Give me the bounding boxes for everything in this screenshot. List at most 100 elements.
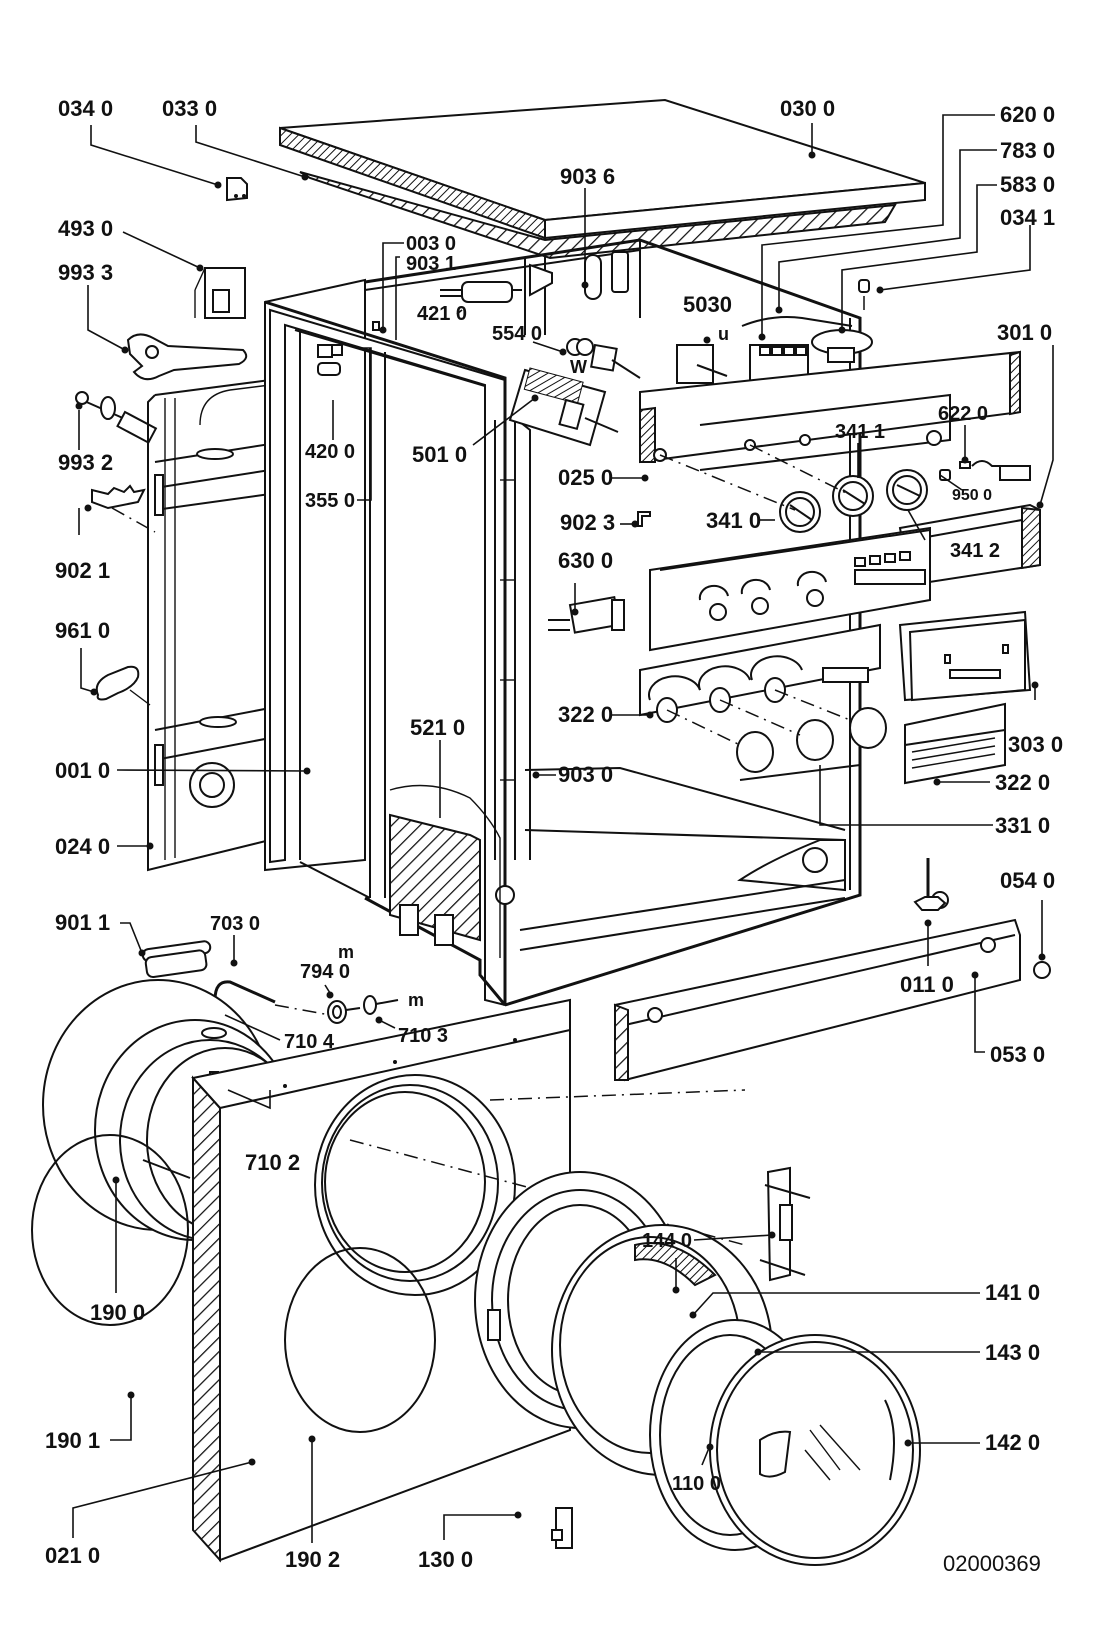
- label-331-0[interactable]: 331 0: [995, 813, 1050, 838]
- ring-part: [95, 665, 151, 706]
- label-901-1[interactable]: 901 1: [55, 910, 110, 935]
- capacitor-switch-parts: [317, 344, 343, 376]
- label-144-0[interactable]: 144 0: [642, 1230, 692, 1252]
- label-583-0[interactable]: 583 0: [1000, 172, 1055, 197]
- label-021-0[interactable]: 021 0: [45, 1543, 100, 1568]
- label-710-4[interactable]: 710 4: [284, 1031, 335, 1053]
- letter-w: W: [570, 357, 587, 377]
- label-903-0[interactable]: 903 0: [558, 762, 613, 787]
- door-hinge-part: [759, 1166, 811, 1282]
- label-110-0[interactable]: 110 0: [672, 1473, 721, 1495]
- label-322-0-fascia[interactable]: 322 0: [558, 702, 613, 727]
- label-521-0[interactable]: 521 0: [410, 715, 465, 740]
- label-421-0[interactable]: 421 0: [417, 303, 467, 325]
- label-630-0[interactable]: 630 0: [558, 548, 613, 573]
- label-033-0[interactable]: 033 0: [162, 96, 217, 121]
- label-950-0[interactable]: 950 0: [952, 487, 992, 504]
- module-part: [194, 267, 246, 319]
- label-053-0[interactable]: 053 0: [990, 1042, 1045, 1067]
- label-710-3[interactable]: 710 3: [398, 1025, 448, 1047]
- timer-part: [811, 329, 873, 363]
- label-341-0[interactable]: 341 0: [706, 508, 761, 533]
- label-003-0[interactable]: 003 0: [406, 233, 456, 255]
- label-130-0[interactable]: 130 0: [418, 1547, 473, 1572]
- clip-903-1-part: [372, 321, 380, 331]
- label-054-0[interactable]: 054 0: [1000, 868, 1055, 893]
- label-961-0[interactable]: 961 0: [55, 618, 110, 643]
- leader-lines: [72, 114, 1054, 1543]
- label-622-0[interactable]: 622 0: [938, 403, 988, 425]
- label-190-0[interactable]: 190 0: [90, 1300, 145, 1325]
- adjustable-foot-part: [913, 858, 947, 911]
- label-143-0[interactable]: 143 0: [985, 1340, 1040, 1365]
- switch-block-part: [741, 316, 853, 382]
- nut-screw-parts: [327, 995, 399, 1024]
- document-number: 02000369: [943, 1551, 1041, 1576]
- label-554-0[interactable]: 554 0: [492, 323, 542, 345]
- label-011-0[interactable]: 011 0: [900, 972, 954, 997]
- label-710-2[interactable]: 710 2: [245, 1150, 300, 1175]
- bracket-part: [226, 177, 248, 202]
- spanner-part: [126, 333, 248, 381]
- label-902-3[interactable]: 902 3: [560, 510, 615, 535]
- label-355-0[interactable]: 355 0: [305, 490, 355, 512]
- rear-panel: [147, 378, 271, 872]
- label-034-1[interactable]: 034 1: [1000, 205, 1055, 230]
- front-panel-part: [191, 998, 746, 1563]
- label-903-1[interactable]: 903 1: [406, 253, 456, 275]
- label-794-0[interactable]: 794 0: [300, 961, 350, 983]
- fascia-part: [639, 623, 887, 835]
- label-030-0[interactable]: 030 0: [780, 96, 835, 121]
- label-141-0[interactable]: 141 0: [985, 1280, 1040, 1305]
- knob-dials: [659, 444, 928, 533]
- label-501-0[interactable]: 501 0: [412, 442, 467, 467]
- kick-plate-part: [613, 918, 1051, 1082]
- label-190-2[interactable]: 190 2: [285, 1547, 340, 1572]
- door-lock-part: [548, 596, 625, 634]
- spring-ring-190-2: [284, 1247, 436, 1433]
- label-024-0[interactable]: 024 0: [55, 834, 110, 859]
- cabinet: [264, 238, 949, 1007]
- label-001-0[interactable]: 001 0: [55, 758, 110, 783]
- label-420-0[interactable]: 420 0: [305, 441, 355, 463]
- label-703-0[interactable]: 703 0: [210, 913, 260, 935]
- label-341-1[interactable]: 341 1: [835, 421, 885, 443]
- label-993-2[interactable]: 993 2: [58, 450, 113, 475]
- label-034-0[interactable]: 034 0: [58, 96, 113, 121]
- label-142-0[interactable]: 142 0: [985, 1430, 1040, 1455]
- detergent-drawer-part: [898, 610, 1032, 702]
- label-493-0[interactable]: 493 0: [58, 216, 113, 241]
- letter-m-upper: m: [338, 942, 354, 962]
- label-620-0[interactable]: 620 0: [1000, 102, 1055, 127]
- transit-bolt-part: [75, 391, 158, 444]
- indicator-lamp-part: [959, 460, 1031, 481]
- screw-034-1-part: [858, 279, 870, 314]
- label-903-6[interactable]: 903 6: [560, 164, 615, 189]
- motor-control-part: [389, 784, 501, 958]
- letter-m-right: m: [408, 990, 424, 1010]
- bracket-903-6-part: [529, 263, 553, 297]
- program-chart-part: [904, 702, 1006, 785]
- label-993-3[interactable]: 993 3: [58, 260, 113, 285]
- label-783-0[interactable]: 783 0: [1000, 138, 1055, 163]
- label-341-2[interactable]: 341 2: [950, 540, 1000, 562]
- capacitor-421-part: [440, 281, 522, 303]
- door-catch-part: [551, 1507, 573, 1549]
- label-5030[interactable]: 5030: [683, 292, 732, 317]
- worktop: [279, 98, 926, 240]
- label-303-0[interactable]: 303 0: [1008, 732, 1063, 757]
- insulation-mat: [299, 171, 897, 260]
- fascia-upper: [649, 526, 931, 652]
- seal-spring-ring: [31, 1134, 189, 1326]
- label-190-1[interactable]: 190 1: [45, 1428, 100, 1453]
- electronic-board-part: [508, 367, 619, 447]
- hinge-clip-part: [91, 484, 156, 533]
- label-025-0[interactable]: 025 0: [558, 465, 613, 490]
- clip-902-3-part: [637, 511, 651, 527]
- label-902-1[interactable]: 902 1: [55, 558, 110, 583]
- relay-part: [676, 344, 728, 384]
- interference-filter-part: [566, 338, 641, 379]
- label-301-0[interactable]: 301 0: [997, 320, 1052, 345]
- label-322-0-chart[interactable]: 322 0: [995, 770, 1050, 795]
